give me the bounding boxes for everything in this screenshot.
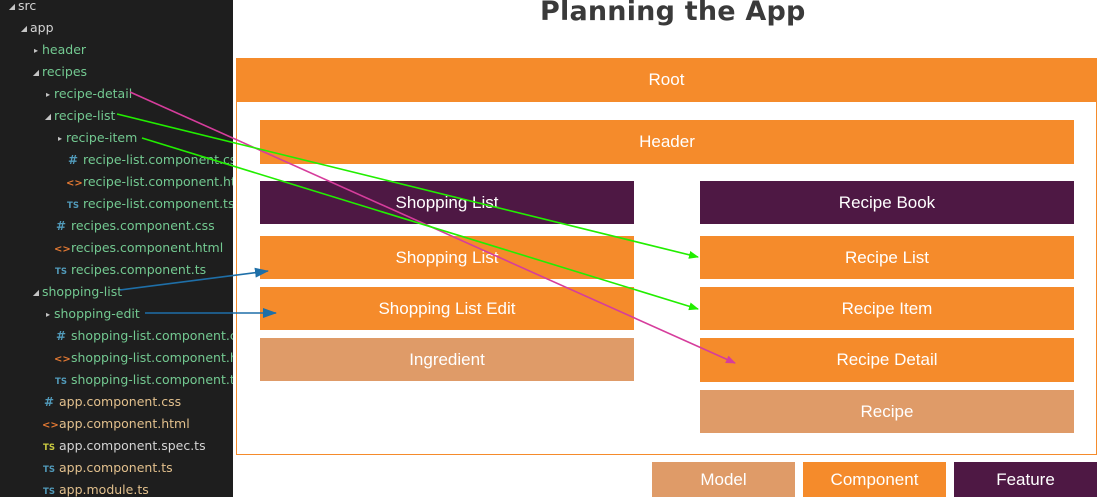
tree-item-app-component-ts[interactable]: TS app.component.ts	[30, 457, 173, 479]
tree-item-label: recipe-list.component.css	[83, 152, 233, 167]
recipe-list-component: Recipe List	[700, 236, 1074, 279]
tree-item-label: recipe-item	[66, 130, 138, 145]
tree-item-app[interactable]: ◢app	[18, 17, 54, 39]
html-file-icon: <>	[42, 420, 59, 431]
chevron-down-icon[interactable]: ◢	[32, 287, 40, 297]
chevron-down-icon[interactable]: ◢	[20, 23, 28, 33]
tree-item-recipes-component-html[interactable]: <>recipes.component.html	[42, 237, 223, 259]
tree-item-shopping-list-component-css[interactable]: # shopping-list.component.css	[42, 325, 233, 347]
tree-item-label: recipe-list	[54, 108, 116, 123]
tree-item-app-component-css[interactable]: # app.component.css	[30, 391, 181, 413]
tree-item-label: app.module.ts	[59, 482, 149, 497]
tree-item-shopping-list[interactable]: ◢shopping-list	[30, 281, 122, 303]
tree-item-label: recipe-list.component.html	[83, 174, 233, 189]
chevron-down-icon[interactable]: ◢	[8, 1, 16, 11]
typescript-file-icon: TS	[43, 487, 55, 497]
legend-feature: Feature	[954, 462, 1097, 497]
tree-item-label: shopping-list.component.ts	[71, 372, 233, 387]
tree-item-label: shopping-list.component.html	[71, 350, 233, 365]
tree-item-label: app.component.ts	[59, 460, 173, 475]
recipe-book-feature: Recipe Book	[700, 181, 1074, 224]
tree-item-app-component-spec-ts[interactable]: TS app.component.spec.ts	[30, 435, 206, 457]
shopping-list-feature: Shopping List	[260, 181, 634, 224]
typescript-file-icon: TS	[55, 377, 67, 387]
html-file-icon: <>	[54, 354, 71, 365]
recipe-model: Recipe	[700, 390, 1074, 433]
typescript-file-icon: TS	[67, 201, 79, 211]
tree-item-recipes[interactable]: ◢recipes	[30, 61, 87, 83]
tree-item-label: shopping-list.component.css	[71, 328, 233, 343]
chevron-right-icon[interactable]: ▸	[45, 309, 50, 319]
file-explorer: ◢src◢app▸header◢recipes▸recipe-detail◢re…	[0, 0, 233, 497]
tree-item-recipes-component-css[interactable]: # recipes.component.css	[42, 215, 215, 237]
tree-item-label: src	[18, 0, 37, 13]
html-file-icon: <>	[54, 244, 71, 255]
ingredient-model: Ingredient	[260, 338, 634, 381]
tree-item-label: app.component.css	[59, 394, 182, 409]
chevron-down-icon[interactable]: ◢	[32, 67, 40, 77]
tree-item-recipe-detail[interactable]: ▸ recipe-detail	[42, 83, 132, 105]
tree-item-label: header	[42, 42, 87, 57]
tree-item-label: recipes.component.html	[71, 240, 224, 255]
recipe-detail-component: Recipe Detail	[700, 338, 1074, 382]
root-component: Root	[236, 58, 1097, 102]
tree-item-recipe-list-component-html[interactable]: <>recipe-list.component.html	[54, 171, 233, 193]
css-file-icon: #	[67, 153, 79, 167]
tree-item-label: app.component.spec.ts	[59, 438, 206, 453]
chevron-right-icon[interactable]: ▸	[33, 45, 38, 55]
css-file-icon: #	[55, 219, 67, 233]
tree-item-shopping-edit[interactable]: ▸ shopping-edit	[42, 303, 140, 325]
tree-item-shopping-list-component-ts[interactable]: TS shopping-list.component.ts	[42, 369, 233, 391]
typescript-file-icon: TS	[43, 465, 55, 475]
tree-item-recipe-list-component-css[interactable]: # recipe-list.component.css	[54, 149, 233, 171]
tree-item-label: app.component.html	[59, 416, 190, 431]
tree-item-header[interactable]: ▸ header	[30, 39, 86, 61]
css-file-icon: #	[55, 329, 67, 343]
tree-item-app-component-html[interactable]: <>app.component.html	[30, 413, 190, 435]
tree-item-app-module-ts[interactable]: TS app.module.ts	[30, 479, 149, 497]
recipe-item-component: Recipe Item	[700, 287, 1074, 330]
tree-item-label: recipe-list.component.ts	[83, 196, 233, 211]
tree-item-label: recipe-detail	[54, 86, 133, 101]
shopping-list-edit-component: Shopping List Edit	[260, 287, 634, 330]
tree-item-shopping-list-component-html[interactable]: <>shopping-list.component.html	[42, 347, 233, 369]
tree-item-label: recipes.component.ts	[71, 262, 207, 277]
typescript-file-icon: TS	[55, 267, 67, 277]
tree-item-label: shopping-list	[42, 284, 123, 299]
css-file-icon: #	[43, 395, 55, 409]
shopping-list-component: Shopping List	[260, 236, 634, 279]
tree-item-recipes-component-ts[interactable]: TS recipes.component.ts	[42, 259, 206, 281]
tree-item-label: recipes.component.css	[71, 218, 215, 233]
diagram-title: Planning the App	[540, 0, 806, 27]
tree-item-label: recipes	[42, 64, 88, 79]
tree-item-label: shopping-edit	[54, 306, 140, 321]
tree-item-recipe-item[interactable]: ▸ recipe-item	[54, 127, 137, 149]
tree-item-src[interactable]: ◢src	[6, 0, 36, 17]
legend-component: Component	[803, 462, 946, 497]
tree-item-recipe-list[interactable]: ◢recipe-list	[42, 105, 115, 127]
tree-item-label: app	[30, 20, 54, 35]
chevron-right-icon[interactable]: ▸	[45, 89, 50, 99]
legend-model: Model	[652, 462, 795, 497]
chevron-down-icon[interactable]: ◢	[44, 111, 52, 121]
chevron-right-icon[interactable]: ▸	[57, 133, 62, 143]
header-component: Header	[260, 120, 1074, 164]
html-file-icon: <>	[66, 178, 83, 189]
tree-item-recipe-list-component-ts[interactable]: TS recipe-list.component.ts	[54, 193, 233, 215]
spec-file-icon: TS	[43, 443, 55, 453]
